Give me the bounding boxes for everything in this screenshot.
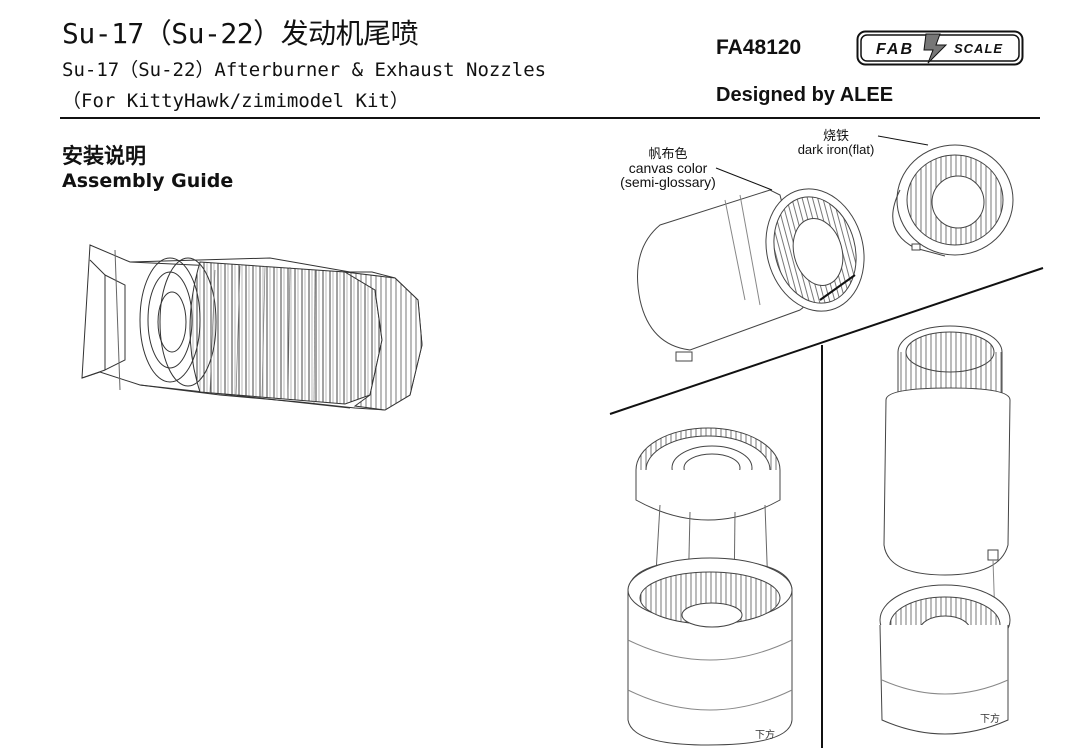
nozzle-assembly-drawing: [81, 244, 423, 411]
diagonal-divider: [609, 267, 1044, 415]
paint-note-canvas: 帆布色 canvas color (semi-glossary): [608, 146, 728, 190]
paint-note-canvas-finish: (semi-glossary): [620, 174, 716, 190]
svg-text:FAB: FAB: [876, 41, 914, 58]
guide-title-chinese: 安装说明: [62, 144, 146, 168]
vertical-shell-drawing: 下方: [879, 325, 1011, 735]
paint-note-canvas-cn: 帆布色: [648, 146, 688, 161]
nozzle-insert-drawing: [892, 144, 1014, 257]
leader-line-iron: [877, 135, 929, 146]
header-divider: [60, 117, 1040, 119]
paint-note-iron-en: dark iron(flat): [797, 142, 875, 157]
title-english: Su-17（Su-22）Afterburner & Exhaust Nozzle…: [62, 59, 547, 81]
product-code: FA48120: [716, 36, 802, 59]
leader-line-canvas: [715, 167, 773, 191]
outer-shell-drawing: [637, 188, 865, 362]
svg-text:SCALE: SCALE: [954, 41, 1003, 56]
fab-scale-logo: FAB SCALE: [856, 30, 1024, 66]
paint-note-iron-cn: 烧铁: [822, 128, 849, 143]
paint-note-canvas-en: canvas color: [628, 160, 708, 176]
kit-compatibility: （For KittyHawk/zimimodel Kit）: [62, 90, 409, 112]
guide-title-english: Assembly Guide: [62, 170, 234, 192]
designer-credit: Designed by ALEE: [716, 84, 894, 106]
part-tag-left: 下方: [755, 728, 775, 741]
title-chinese: Su-17（Su-22）发动机尾喷: [62, 17, 419, 50]
part-tag-right: 下方: [980, 712, 1000, 725]
exploded-ring-drawing: 下方: [627, 427, 793, 746]
paint-note-iron: 烧铁 dark iron(flat): [780, 129, 892, 157]
